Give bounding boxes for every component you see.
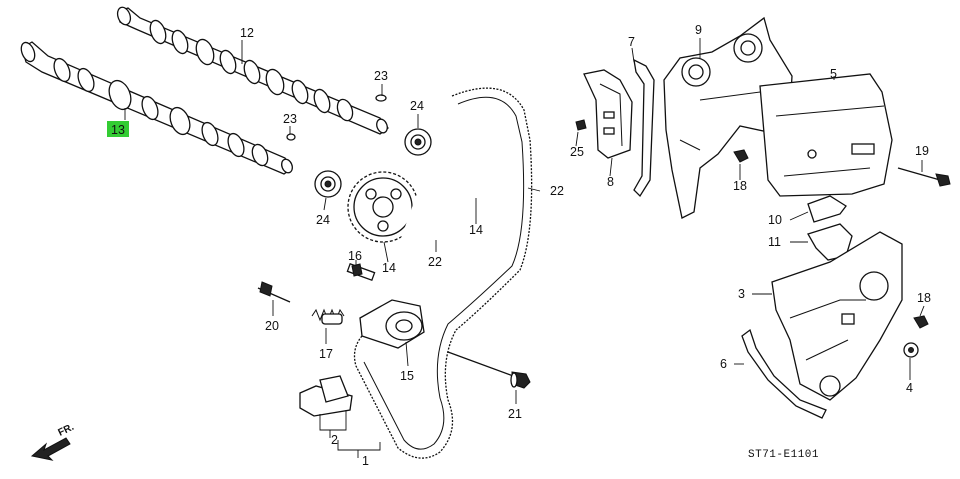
callout-23-upper[interactable]: 23 — [374, 69, 388, 83]
oil-seal-upper[interactable] — [404, 128, 432, 156]
callout-1[interactable]: 1 — [362, 454, 369, 468]
callout-15[interactable]: 15 — [400, 369, 414, 383]
callout-18-upper[interactable]: 18 — [733, 179, 747, 193]
lower-cover-gasket[interactable] — [741, 328, 827, 419]
callout-20[interactable]: 20 — [265, 319, 279, 333]
callout-24-upper[interactable]: 24 — [410, 99, 424, 113]
callout-13[interactable]: 13 — [111, 123, 125, 137]
callout-3[interactable]: 3 — [738, 287, 745, 301]
callout-8[interactable]: 8 — [607, 175, 614, 189]
callout-21[interactable]: 21 — [508, 407, 522, 421]
callout-16[interactable]: 16 — [348, 249, 362, 263]
callout-24-lower[interactable]: 24 — [316, 213, 330, 227]
lower-timing-belt-cover[interactable] — [771, 231, 903, 401]
timing-belt-cover-small[interactable] — [583, 69, 633, 159]
callout-12[interactable]: 12 — [240, 26, 254, 40]
cover-seal-10[interactable] — [807, 195, 847, 223]
bolt-25[interactable] — [575, 119, 587, 131]
callout-22-right[interactable]: 22 — [550, 184, 564, 198]
camshaft-lower[interactable] — [19, 40, 295, 175]
callout-14-right[interactable]: 14 — [469, 223, 483, 237]
callout-14-left[interactable]: 14 — [382, 261, 396, 275]
front-direction-label: FR. — [56, 422, 75, 439]
oil-seal-lower[interactable] — [314, 170, 342, 198]
belt-guide-plate[interactable] — [299, 375, 353, 417]
callout-11[interactable]: 11 — [768, 235, 781, 249]
callout-18-lower[interactable]: 18 — [917, 291, 931, 305]
cover-gasket[interactable] — [633, 58, 655, 198]
timing-belt[interactable] — [353, 87, 533, 459]
callout-25[interactable]: 25 — [570, 145, 584, 159]
callout-10[interactable]: 10 — [768, 213, 782, 227]
diagram-code: ST71-E1101 — [748, 449, 819, 461]
callout-17[interactable]: 17 — [319, 347, 333, 361]
tensioner-bolt[interactable] — [447, 351, 531, 389]
dowel-pin-upper[interactable] — [375, 94, 387, 102]
adjusting-bolt[interactable] — [257, 281, 291, 303]
cover-bolt-upper[interactable] — [733, 149, 749, 163]
leader-lines — [124, 38, 925, 458]
callout-19[interactable]: 19 — [915, 144, 929, 158]
callout-22-left[interactable]: 22 — [428, 255, 442, 269]
front-direction-arrow — [30, 437, 71, 461]
callout-4[interactable]: 4 — [906, 381, 913, 395]
callout-23-lower[interactable]: 23 — [283, 112, 297, 126]
callout-6[interactable]: 6 — [720, 357, 727, 371]
callout-labels: 12 13 23 23 24 24 22 22 14 14 16 20 17 1… — [111, 23, 931, 468]
upper-timing-belt-cover[interactable] — [759, 73, 893, 197]
cover-bolt-lower[interactable] — [913, 315, 929, 329]
timing-belt-back-cover[interactable] — [663, 16, 793, 219]
stud-bolt[interactable] — [346, 262, 376, 282]
grommet-4[interactable] — [903, 342, 919, 358]
dowel-pin-lower[interactable] — [286, 133, 296, 141]
tensioner-spring[interactable] — [311, 308, 345, 325]
highlight-box — [107, 121, 129, 137]
cover-bolt-19[interactable] — [897, 167, 951, 187]
callout-9[interactable]: 9 — [695, 23, 702, 37]
camshaft-upper[interactable] — [115, 5, 389, 135]
timing-belt-tensioner[interactable] — [359, 299, 425, 349]
callout-7[interactable]: 7 — [628, 35, 635, 49]
callout-2[interactable]: 2 — [331, 433, 338, 447]
callout-5[interactable]: 5 — [830, 67, 837, 81]
